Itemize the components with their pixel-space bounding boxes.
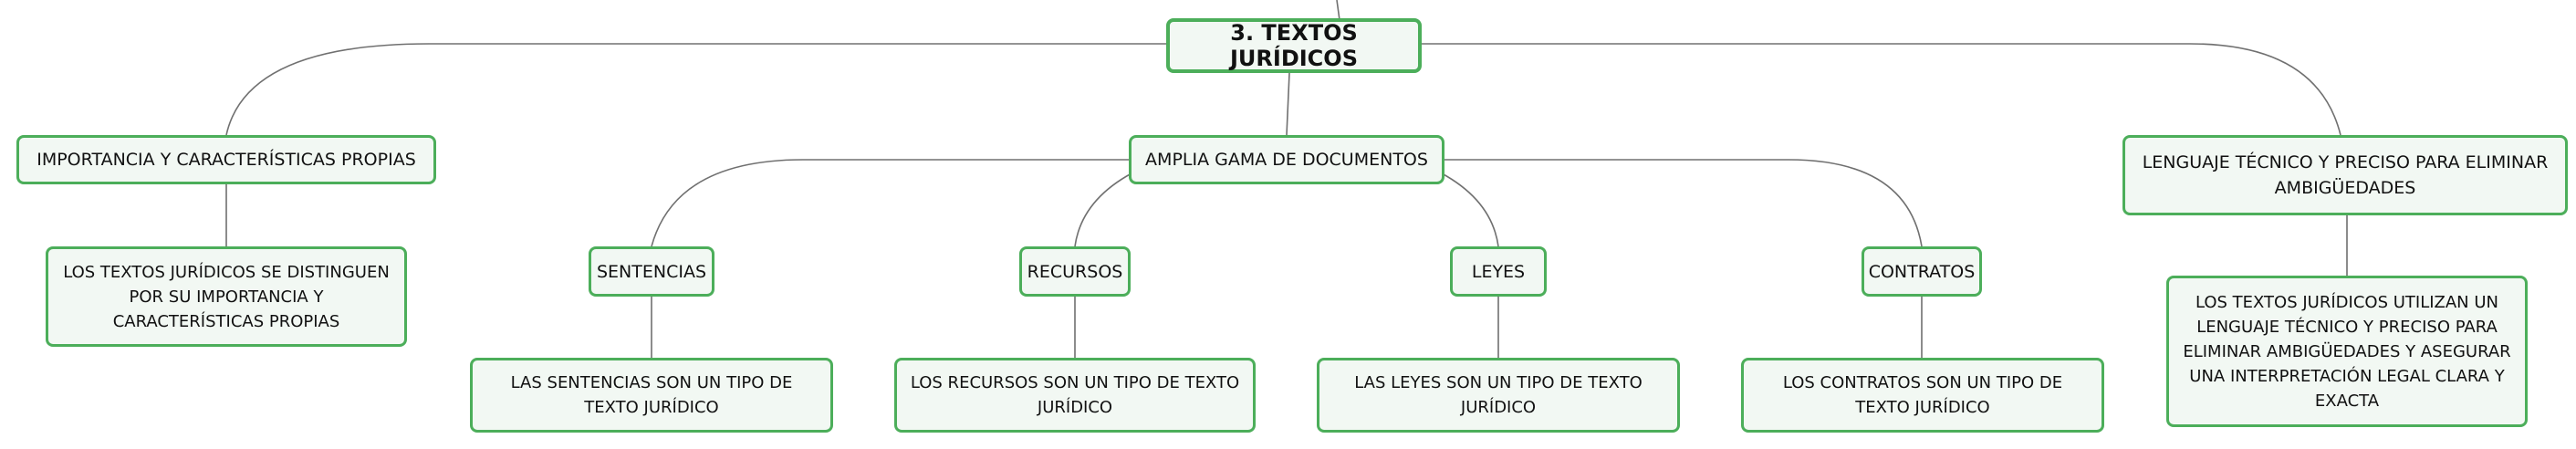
topic-node-recursos[interactable]: RECURSOS (1019, 246, 1131, 297)
detail-node-recursos[interactable]: LOS RECURSOS SON UN TIPO DE TEXTO JURÍDI… (894, 358, 1256, 433)
topic-node-label: CONTRATOS (1868, 261, 1976, 282)
detail-node-text: LAS SENTENCIAS SON UN TIPO DE TEXTO JURÍ… (510, 373, 793, 417)
topic-node-sentencias[interactable]: SENTENCIAS (589, 246, 714, 297)
branch-node-label: LENGUAJE TÉCNICO Y PRECISO PARA ELIMINAR… (2142, 152, 2549, 198)
topic-node-label: LEYES (1471, 261, 1526, 282)
edge-root-to-left-branch (225, 43, 1166, 136)
branch-node-label: AMPLIA GAMA DE DOCUMENTOS (1145, 150, 1428, 170)
edge-parent-to-root (1336, 0, 1340, 21)
detail-node-text: LOS CONTRATOS SON UN TIPO DE TEXTO JURÍD… (1782, 373, 2063, 417)
edge-root-to-center-branch (1286, 72, 1290, 136)
edge-center-to-leyes (1441, 172, 1499, 247)
topic-node-label: SENTENCIAS (596, 261, 707, 282)
branch-node-amplia-gama[interactable]: AMPLIA GAMA DE DOCUMENTOS (1129, 135, 1444, 184)
edge-center-to-recursos (1074, 172, 1132, 247)
edge-root-to-right-branch (1419, 43, 2341, 136)
detail-node-text: LOS TEXTOS JURÍDICOS UTILIZAN UN LENGUAJ… (2183, 292, 2511, 411)
topic-node-label: RECURSOS (1027, 261, 1123, 282)
branch-node-importancia[interactable]: IMPORTANCIA Y CARACTERÍSTICAS PROPIAS (16, 135, 436, 184)
root-node-label: 3. TEXTOS JURÍDICOS (1230, 20, 1358, 71)
topic-node-leyes[interactable]: LEYES (1450, 246, 1547, 297)
branch-node-lenguaje-tecnico[interactable]: LENGUAJE TÉCNICO Y PRECISO PARA ELIMINAR… (2122, 135, 2568, 215)
detail-node-text: LOS TEXTOS JURÍDICOS SE DISTINGUEN POR S… (63, 262, 390, 331)
topic-node-contratos[interactable]: CONTRATOS (1862, 246, 1982, 297)
branch-node-label: IMPORTANCIA Y CARACTERÍSTICAS PROPIAS (37, 150, 416, 170)
detail-node-importancia[interactable]: LOS TEXTOS JURÍDICOS SE DISTINGUEN POR S… (46, 246, 407, 347)
detail-node-leyes[interactable]: LAS LEYES SON UN TIPO DE TEXTO JURÍDICO (1317, 358, 1680, 433)
detail-node-text: LAS LEYES SON UN TIPO DE TEXTO JURÍDICO (1354, 373, 1643, 417)
edge-center-to-contratos (1442, 159, 1923, 247)
detail-node-sentencias[interactable]: LAS SENTENCIAS SON UN TIPO DE TEXTO JURÍ… (470, 358, 833, 433)
edge-center-to-sentencias (651, 159, 1130, 247)
detail-node-lenguaje-tecnico[interactable]: LOS TEXTOS JURÍDICOS UTILIZAN UN LENGUAJ… (2166, 276, 2528, 427)
root-node[interactable]: 3. TEXTOS JURÍDICOS (1166, 18, 1422, 73)
detail-node-text: LOS RECURSOS SON UN TIPO DE TEXTO JURÍDI… (910, 373, 1240, 417)
detail-node-contratos[interactable]: LOS CONTRATOS SON UN TIPO DE TEXTO JURÍD… (1741, 358, 2104, 433)
